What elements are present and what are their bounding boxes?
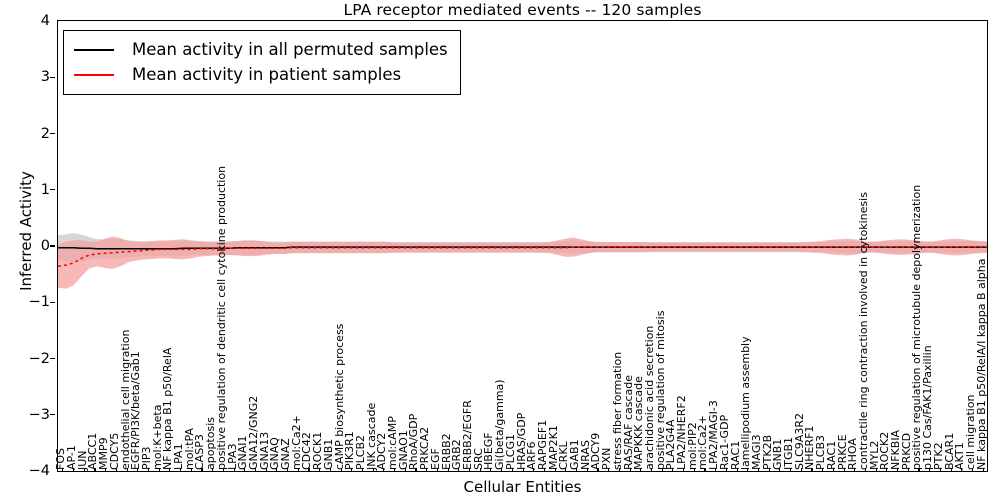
legend-swatch-permuted [74,48,114,51]
y-tick-label: −2 [28,350,50,367]
legend-label-patient: Mean activity in patient samples [132,65,402,84]
y-axis-label: Inferred Activity [17,171,35,291]
legend-label-permuted: Mean activity in all permuted samples [132,40,448,59]
y-tick-label: −1 [28,294,50,311]
y-tick-labels: 4 3 2 1 0 −1 −2 −3 −4 [0,13,50,479]
y-tick-mark [50,189,55,191]
y-tick-mark [50,357,55,360]
chart-title: LPA receptor mediated events -- 120 samp… [343,1,702,19]
y-tick-mark [50,245,55,247]
legend-item-permuted: Mean activity in all permuted samples [74,37,448,62]
y-tick-marks [0,20,57,472]
y-tick-mark [50,301,55,303]
x-axis-label: Cellular Entities [463,478,582,496]
y-tick-label: 0 [40,238,50,254]
y-tick-mark [50,132,55,135]
patient-band [58,236,987,289]
y-tick-label: −3 [28,406,50,423]
y-tick-label: 2 [40,125,50,142]
chart-legend: Mean activity in all permuted samples Me… [63,30,461,95]
y-tick-mark [50,76,55,78]
y-tick-label: −4 [28,463,50,479]
legend-swatch-patient [74,73,114,76]
y-tick-mark [50,414,55,416]
series-canvas [58,233,987,289]
patient-mean-line [58,246,987,267]
y-tick-label: 3 [40,69,50,86]
legend-item-patient: Mean activity in patient samples [74,62,448,87]
plot-area [57,20,988,472]
y-tick-label: 4 [40,13,50,29]
y-tick-label: 1 [40,181,50,198]
